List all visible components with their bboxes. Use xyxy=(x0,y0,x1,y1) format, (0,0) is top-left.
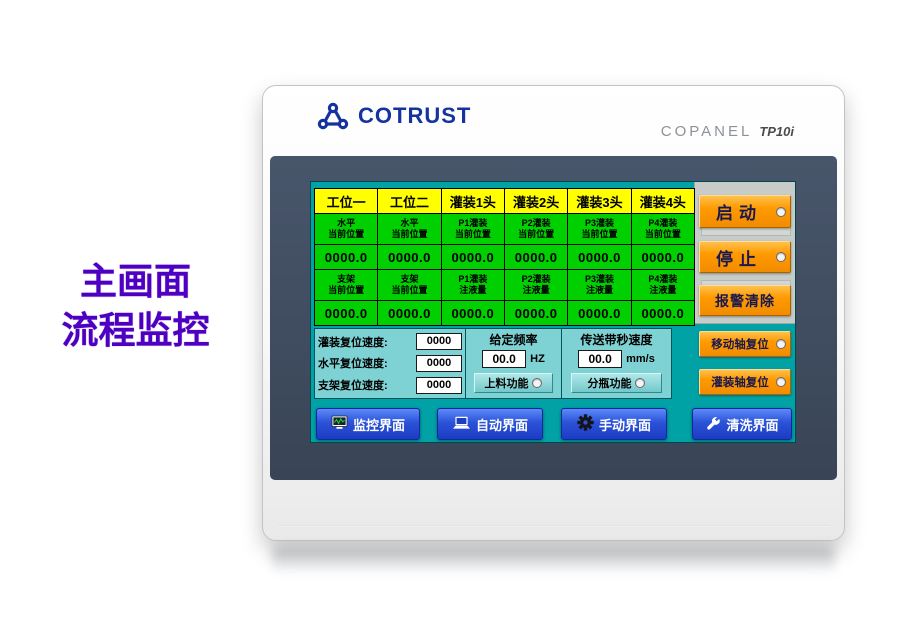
bottle-split-function-button[interactable]: 分瓶功能 xyxy=(570,373,663,393)
frequency-label: 给定频率 xyxy=(489,333,538,347)
position-label-cell: P3灌装 当前位置 xyxy=(568,214,631,244)
hmi-device: COTRUST COPANEL TP10i 工位一 工位二 灌装1头 灌装2头 … xyxy=(262,85,845,541)
screen-frame: 工位一 工位二 灌装1头 灌装2头 灌装3头 灌装4头 水平 当前位置 水平 当… xyxy=(270,156,837,480)
position-label-cell: P2灌装 当前位置 xyxy=(504,214,568,244)
table-header-cell: 灌装4头 xyxy=(631,189,694,213)
nav-manual-screen-button[interactable]: 手动界面 xyxy=(561,408,667,440)
position-value-cell: 0000.0 xyxy=(315,245,378,269)
position-value-cell: 0000.0 xyxy=(504,245,568,269)
start-button-label: 启动 xyxy=(716,204,762,223)
wrench-icon xyxy=(705,415,721,434)
nav-auto-label: 自动界面 xyxy=(475,417,528,433)
frequency-input[interactable]: 00.0 xyxy=(482,350,527,368)
laptop-icon xyxy=(452,416,471,433)
loading-function-label: 上料功能 xyxy=(484,378,529,390)
volume-value-cell: 0000.0 xyxy=(441,301,504,325)
bracket-reset-speed-label: 支架复位速度: xyxy=(318,380,388,393)
move-axis-reset-button[interactable]: 移动轴复位 xyxy=(699,331,791,357)
table-header-cell: 灌装1头 xyxy=(441,189,504,213)
brand-name: COTRUST xyxy=(358,103,472,128)
volume-value-cell: 0000.0 xyxy=(568,301,631,325)
conveyor-speed-label: 传送带秒速度 xyxy=(580,333,653,347)
volume-value-cell: 0000.0 xyxy=(631,301,694,325)
start-indicator-light xyxy=(776,206,786,217)
table-header-cell: 工位一 xyxy=(315,189,378,213)
fill-axis-reset-button[interactable]: 灌装轴复位 xyxy=(699,369,791,395)
volume-label-cell: P3灌装 注液量 xyxy=(568,270,631,300)
volume-label-cell: 支架 当前位置 xyxy=(378,270,441,300)
volume-label-cell: P2灌装 注液量 xyxy=(504,270,568,300)
horizontal-reset-speed-input[interactable]: 0000 xyxy=(416,354,462,372)
nav-manual-label: 手动界面 xyxy=(598,417,651,433)
fill-axis-indicator-light xyxy=(776,377,786,387)
brand-logo: COTRUST xyxy=(315,101,471,131)
alarm-clear-button-label: 报警清除 xyxy=(715,292,775,309)
nav-auto-screen-button[interactable]: 自动界面 xyxy=(437,408,543,440)
stop-button[interactable]: 停止 xyxy=(699,241,791,273)
reset-speed-section: 灌装复位速度: 0000 水平复位速度: 0000 支架复位速度: 0000 xyxy=(315,329,465,398)
fill-reset-speed-label: 灌装复位速度: xyxy=(318,336,388,349)
volume-value-cell: 0000.0 xyxy=(315,301,378,325)
volume-label-cell: P1灌装 注液量 xyxy=(441,270,504,300)
fill-axis-reset-label: 灌装轴复位 xyxy=(711,377,769,389)
bezel-seam xyxy=(277,525,830,527)
position-label-cell: P4灌装 当前位置 xyxy=(631,214,694,244)
bracket-reset-speed-row: 支架复位速度: 0000 xyxy=(318,374,462,396)
move-axis-reset-label: 移动轴复位 xyxy=(711,339,769,351)
fill-reset-speed-input[interactable]: 0000 xyxy=(416,333,462,351)
stop-button-label: 停止 xyxy=(716,249,762,269)
model-number: TP10i xyxy=(759,124,794,139)
gear-icon xyxy=(577,414,594,434)
position-label-cell: P1灌装 当前位置 xyxy=(441,214,504,244)
conveyor-speed-input[interactable]: 00.0 xyxy=(578,350,623,368)
conveyor-value-row: 00.0 mm/s xyxy=(578,348,655,370)
start-button[interactable]: 启动 xyxy=(699,195,791,228)
horizontal-reset-speed-row: 水平复位速度: 0000 xyxy=(318,353,462,375)
volume-value-cell: 0000.0 xyxy=(504,301,568,325)
bottle-split-function-label: 分瓶功能 xyxy=(587,378,632,390)
table-header-cell: 工位二 xyxy=(378,189,441,213)
nav-clean-screen-button[interactable]: 清洗界面 xyxy=(692,408,792,440)
frequency-unit: HZ xyxy=(530,353,545,365)
position-value-cell: 0000.0 xyxy=(441,245,504,269)
volume-value-cell: 0000.0 xyxy=(378,301,441,325)
cotrust-logo-icon xyxy=(317,102,349,130)
model-label: COPANEL TP10i xyxy=(661,123,794,140)
position-value-cell: 0000.0 xyxy=(378,245,441,269)
page-title-line1: 主画面 xyxy=(80,261,191,302)
position-label-cell: 水平 当前位置 xyxy=(315,214,378,244)
station-status-table: 工位一 工位二 灌装1头 灌装2头 灌装3头 灌装4头 水平 当前位置 水平 当… xyxy=(314,188,695,326)
nav-monitor-label: 监控界面 xyxy=(352,417,405,433)
stop-indicator-light xyxy=(776,252,786,262)
nav-clean-label: 清洗界面 xyxy=(726,417,779,433)
volume-label-cell: P4灌装 注液量 xyxy=(631,270,694,300)
loading-indicator-light xyxy=(532,378,543,388)
conveyor-section: 传送带秒速度 00.0 mm/s 分瓶功能 xyxy=(561,329,671,398)
touchscreen: 工位一 工位二 灌装1头 灌装2头 灌装3头 灌装4头 水平 当前位置 水平 当… xyxy=(310,181,796,443)
position-value-cell: 0000.0 xyxy=(568,245,631,269)
page-title: 主画面 流程监控 xyxy=(28,258,243,356)
bottle-split-indicator-light xyxy=(635,378,646,388)
position-label-cell: 水平 当前位置 xyxy=(378,214,441,244)
settings-panel: 灌装复位速度: 0000 水平复位速度: 0000 支架复位速度: 0000 xyxy=(314,328,672,399)
model-series: COPANEL xyxy=(660,123,753,140)
position-value-cell: 0000.0 xyxy=(631,245,694,269)
bracket-reset-speed-input[interactable]: 0000 xyxy=(416,376,462,394)
volume-label-cell: 支架 当前位置 xyxy=(315,270,378,300)
page-title-line2: 流程监控 xyxy=(61,309,210,351)
loading-function-button[interactable]: 上料功能 xyxy=(473,373,554,393)
horizontal-reset-speed-label: 水平复位速度: xyxy=(318,358,388,371)
move-axis-indicator-light xyxy=(776,339,786,349)
nav-monitor-screen-button[interactable]: 监控界面 xyxy=(316,408,420,440)
table-header-cell: 灌装3头 xyxy=(568,189,631,213)
table-header-cell: 灌装2头 xyxy=(504,189,568,213)
device-reflection xyxy=(272,547,835,581)
alarm-clear-button[interactable]: 报警清除 xyxy=(699,285,791,316)
frequency-value-row: 00.0 HZ xyxy=(482,348,545,370)
fill-reset-speed-row: 灌装复位速度: 0000 xyxy=(318,331,462,353)
conveyor-speed-unit: mm/s xyxy=(626,353,655,365)
monitor-icon xyxy=(331,415,348,433)
frequency-section: 给定频率 00.0 HZ 上料功能 xyxy=(465,329,561,398)
